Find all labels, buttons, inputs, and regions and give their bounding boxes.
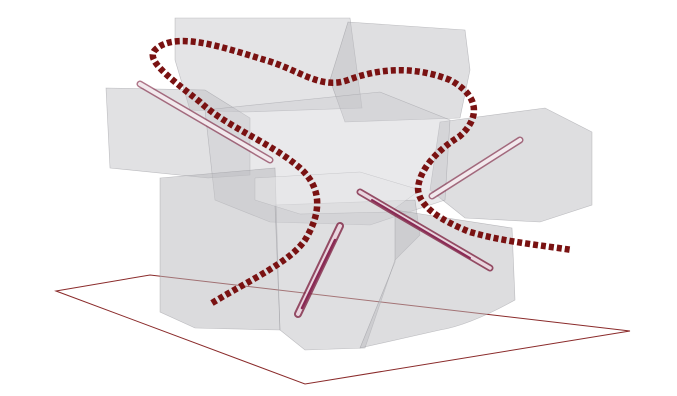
volume-right-slab: [430, 108, 592, 222]
